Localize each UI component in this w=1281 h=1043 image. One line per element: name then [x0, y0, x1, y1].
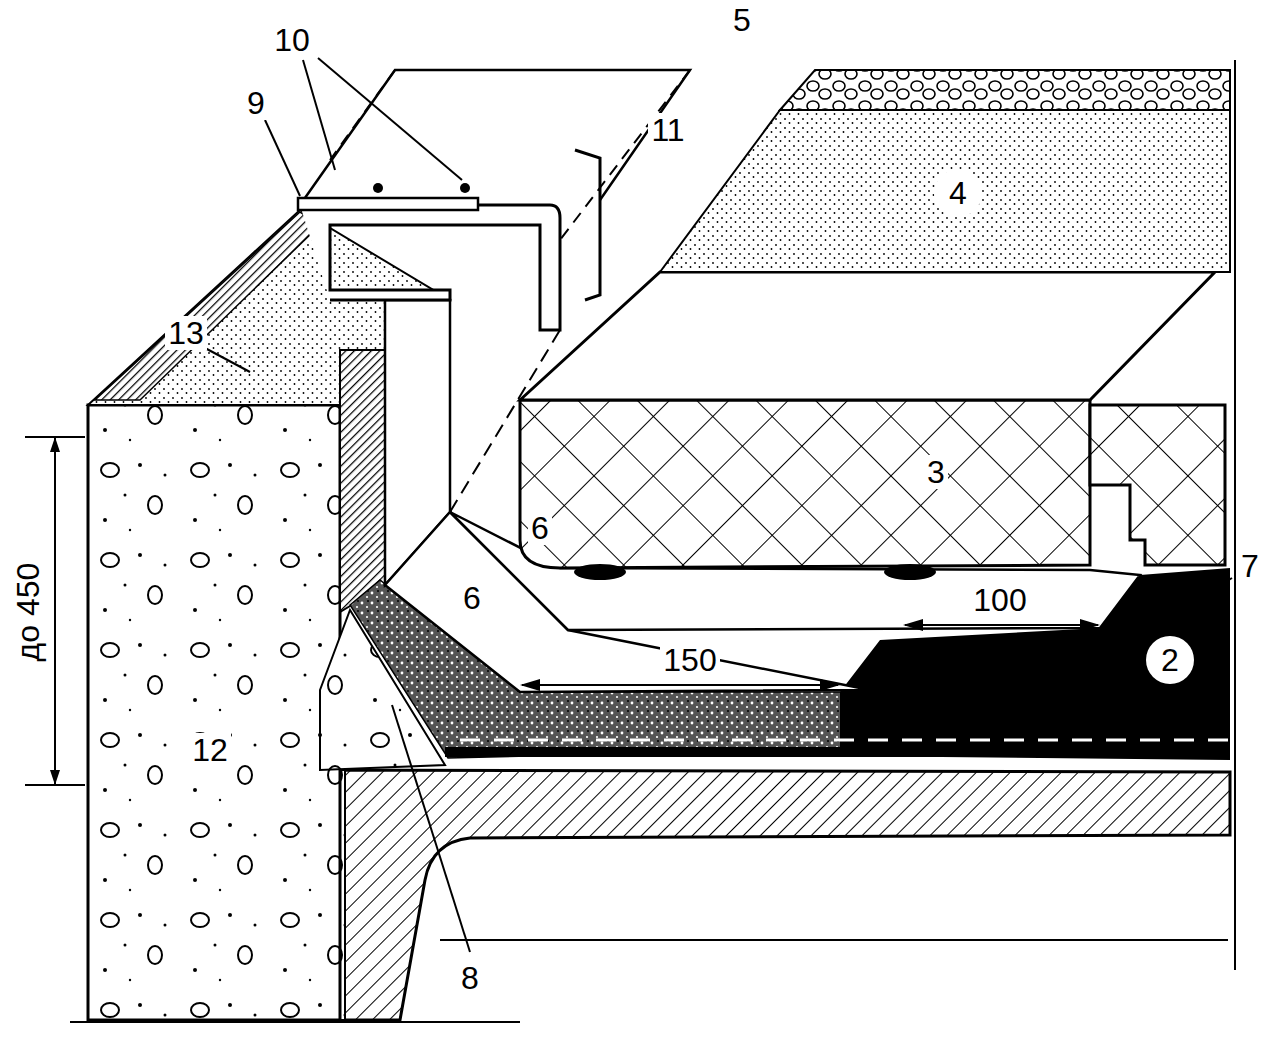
callout-number: 9 [244, 86, 268, 120]
dimension-label: до 450 [11, 560, 45, 665]
callout-number: 8 [458, 961, 482, 995]
callout-number: 6 [528, 511, 552, 545]
callout-number: 2 [1146, 636, 1194, 684]
callout-number: 150 [660, 643, 719, 677]
callout-number: 7 [1238, 549, 1262, 583]
callout-number: 5 [730, 3, 754, 37]
callout-number: 10 [271, 23, 313, 57]
callout-number: 13 [165, 316, 207, 350]
callout-number: 3 [924, 455, 948, 489]
callout-number: 11 [648, 113, 687, 147]
callout-number: 100 [970, 583, 1029, 617]
callout-number: 6 [460, 581, 484, 615]
callout-number: 12 [189, 733, 231, 767]
callout-number: 4 [934, 169, 982, 217]
